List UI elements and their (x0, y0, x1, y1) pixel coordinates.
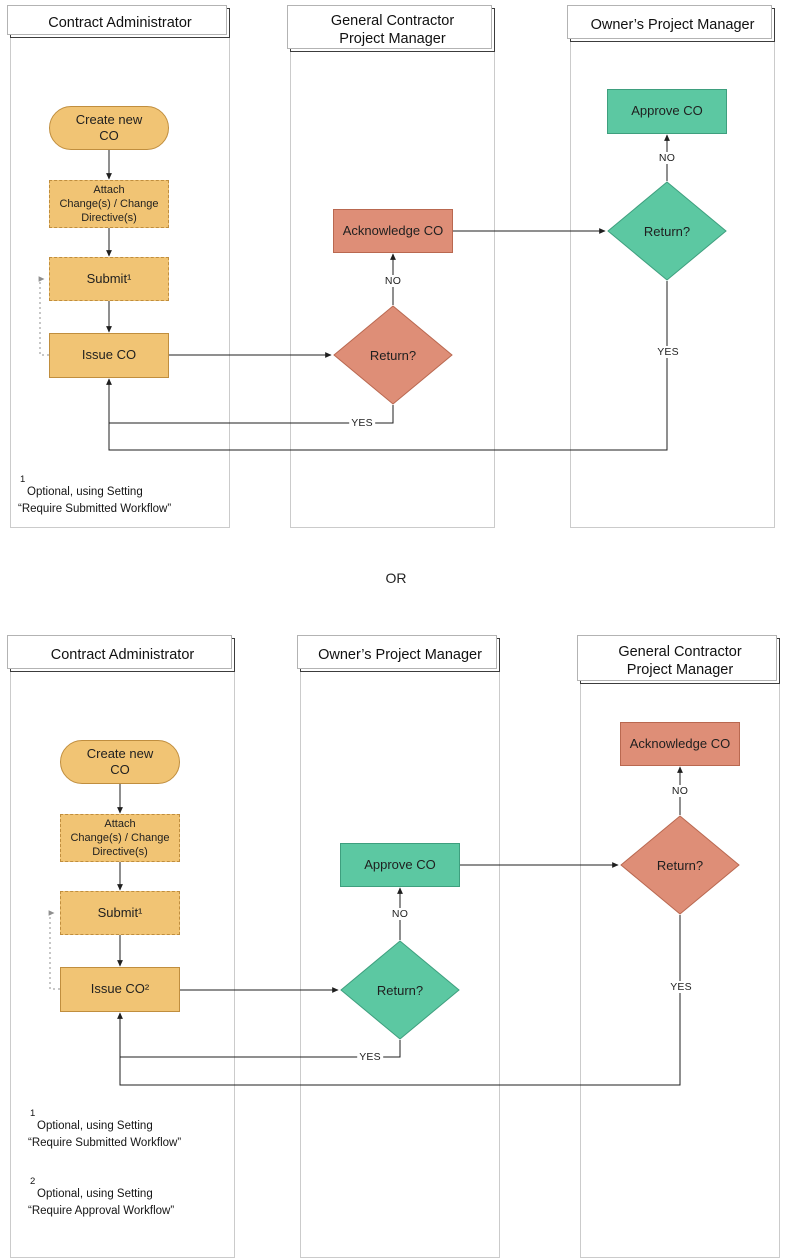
edge-bottom-returngc-yes-issue (119, 915, 681, 1086)
lane-header-top-owner-pm: Owner’s Project Manager (567, 5, 775, 42)
footnote-text: Optional, using Setting (27, 486, 143, 498)
node-bottom-create-co: Create new CO (60, 740, 180, 784)
edge-top-returngc-yes-issue (106, 378, 394, 424)
diamond-shape (340, 940, 460, 1040)
edge-label-yes: YES (655, 346, 681, 358)
node-top-issue-co: Issue CO (49, 333, 169, 378)
footnote-text: “Require Submitted Workflow” (18, 503, 172, 515)
node-top-acknowledge-co: Acknowledge CO (333, 209, 453, 253)
decision-label: Return? (376, 982, 424, 998)
node-bottom-acknowledge-co: Acknowledge CO (620, 722, 740, 766)
node-bottom-approve-co: Approve CO (340, 843, 460, 887)
node-bottom-issue-co: Issue CO² (60, 967, 180, 1012)
diamond-shape (607, 181, 727, 281)
edge-label-yes: YES (668, 981, 694, 993)
edge-label-no: NO (669, 785, 691, 797)
footnote-marker: 2 (30, 1176, 36, 1187)
footnote-top-1: 1 Optional, using Setting “Require Submi… (18, 474, 223, 515)
footnote-text: “Require Submitted Workflow” (28, 1137, 182, 1149)
node-bottom-submit: Submit¹ (60, 891, 180, 935)
edge-label-no: NO (656, 152, 678, 164)
decision-bottom-return-gc: Return? (620, 815, 740, 915)
edge-bottom-optional-bypass (48, 910, 60, 990)
lane-header-bottom-owner-pm: Owner’s Project Manager (297, 635, 500, 672)
decision-top-return-gc: Return? (333, 305, 453, 405)
footnote-text: “Require Approval Workflow” (28, 1205, 175, 1217)
optional-dotted-lines (38, 276, 60, 990)
diamond-shape (333, 305, 453, 405)
decision-bottom-return-owner: Return? (340, 940, 460, 1040)
lane-header-bottom-gc-pm: General Contractor Project Manager (577, 635, 780, 684)
edge-label-no: NO (389, 908, 411, 920)
node-bottom-attach-changes: Attach Change(s) / Change Directive(s) (60, 814, 180, 862)
footnote-bottom-2: 2 Optional, using Setting “Require Appro… (28, 1176, 233, 1217)
or-separator: OR (385, 570, 407, 586)
edge-top-returnowner-yes-issue (108, 281, 668, 451)
node-top-create-co: Create new CO (49, 106, 169, 150)
footnote-marker: 1 (30, 1108, 36, 1119)
edge-label-yes: YES (349, 417, 375, 429)
edge-label-yes: YES (357, 1051, 383, 1063)
lane-header-top-contract-admin: Contract Administrator (7, 5, 230, 38)
decision-label: Return? (656, 857, 704, 873)
decision-label: Return? (643, 223, 691, 239)
node-top-submit: Submit¹ (49, 257, 169, 301)
lane-header-top-gc-pm: General Contractor Project Manager (287, 5, 495, 52)
footnote-text: Optional, using Setting (37, 1188, 153, 1200)
lane-header-bottom-contract-admin: Contract Administrator (7, 635, 235, 672)
node-top-attach-changes: Attach Change(s) / Change Directive(s) (49, 180, 169, 228)
edge-top-optional-bypass (38, 276, 49, 356)
footnote-marker: 1 (20, 474, 26, 485)
decision-top-return-owner: Return? (607, 181, 727, 281)
diamond-shape (620, 815, 740, 915)
decision-label: Return? (369, 347, 417, 363)
node-top-approve-co: Approve CO (607, 89, 727, 134)
edge-bottom-returnowner-yes-issue (117, 1012, 401, 1058)
edge-label-no: NO (382, 275, 404, 287)
footnote-text: Optional, using Setting (37, 1120, 153, 1132)
footnote-bottom-1: 1 Optional, using Setting “Require Submi… (28, 1108, 233, 1149)
